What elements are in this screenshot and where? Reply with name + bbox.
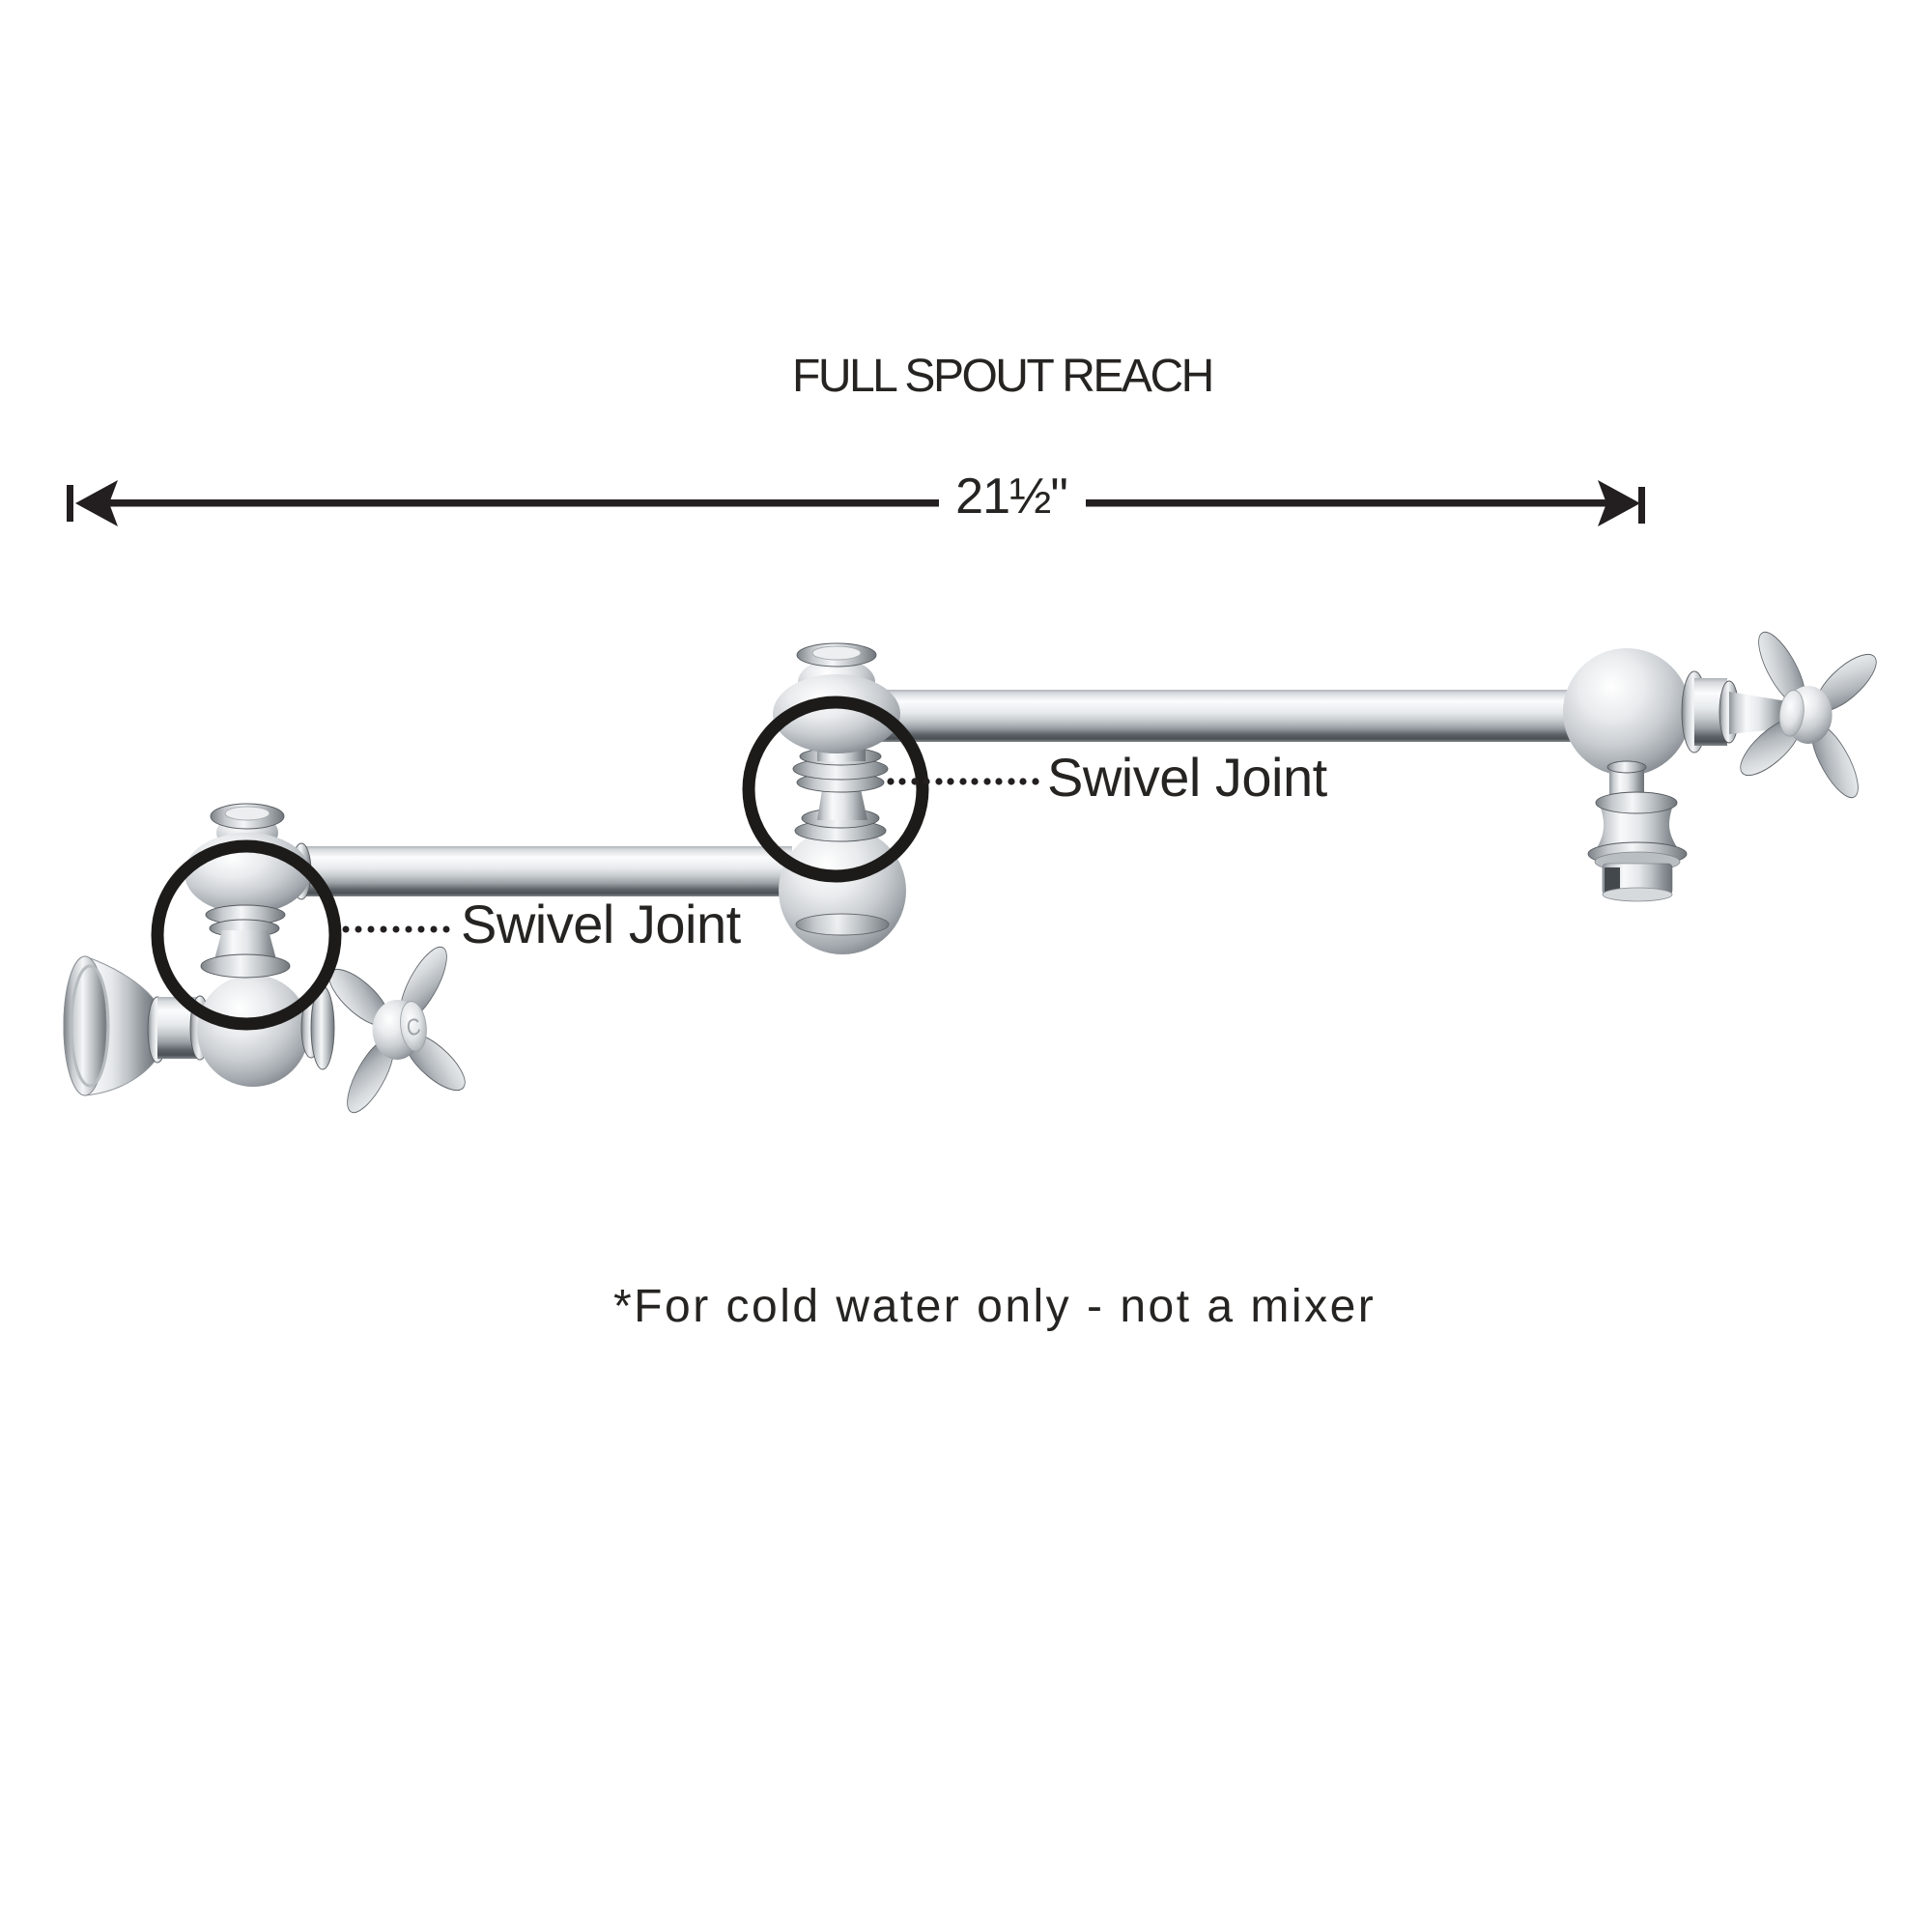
lower-arm-pipe <box>298 846 792 896</box>
leader-dots-left <box>342 925 450 933</box>
left-swivel-joint <box>185 803 310 979</box>
right-arrowhead <box>1598 480 1640 526</box>
dimension-value: 21½" <box>955 469 1068 525</box>
upper-arm-pipe <box>869 690 1584 742</box>
diagram-title: FULL SPOUT REACH <box>792 351 1214 402</box>
handle-cap <box>400 1001 427 1052</box>
swivel-joint-ring-right <box>742 696 929 883</box>
left-valve-body <box>157 975 335 1087</box>
wall-flange <box>63 955 168 1096</box>
cold-water-note: *For cold water only - not a mixer <box>613 1281 1377 1332</box>
right-cross-handle <box>1740 631 1877 799</box>
left-extent-tick <box>67 485 73 522</box>
leader-dots-right <box>887 778 1039 785</box>
dimension-indicator <box>67 480 1645 526</box>
handle-cap <box>1778 690 1804 737</box>
swivel-joint-ring-left <box>151 839 342 1031</box>
swivel-joint-label-right: Swivel Joint <box>1047 747 1327 808</box>
dimension-line-left <box>109 499 939 507</box>
right-extent-tick <box>1638 487 1645 524</box>
pot-filler-illustration: C <box>63 631 1877 1114</box>
spout-opening-shadow <box>1605 867 1620 893</box>
swivel-joint-label-left: Swivel Joint <box>461 894 741 954</box>
right-elbow <box>1563 648 1787 776</box>
center-swivel-joint <box>773 642 906 954</box>
handle-cap-letter: C <box>405 1012 422 1041</box>
dimension-line-right <box>1086 499 1607 507</box>
left-arrowhead <box>75 480 118 526</box>
left-cross-handle: C <box>328 946 466 1114</box>
spout-outlet <box>1587 760 1688 902</box>
